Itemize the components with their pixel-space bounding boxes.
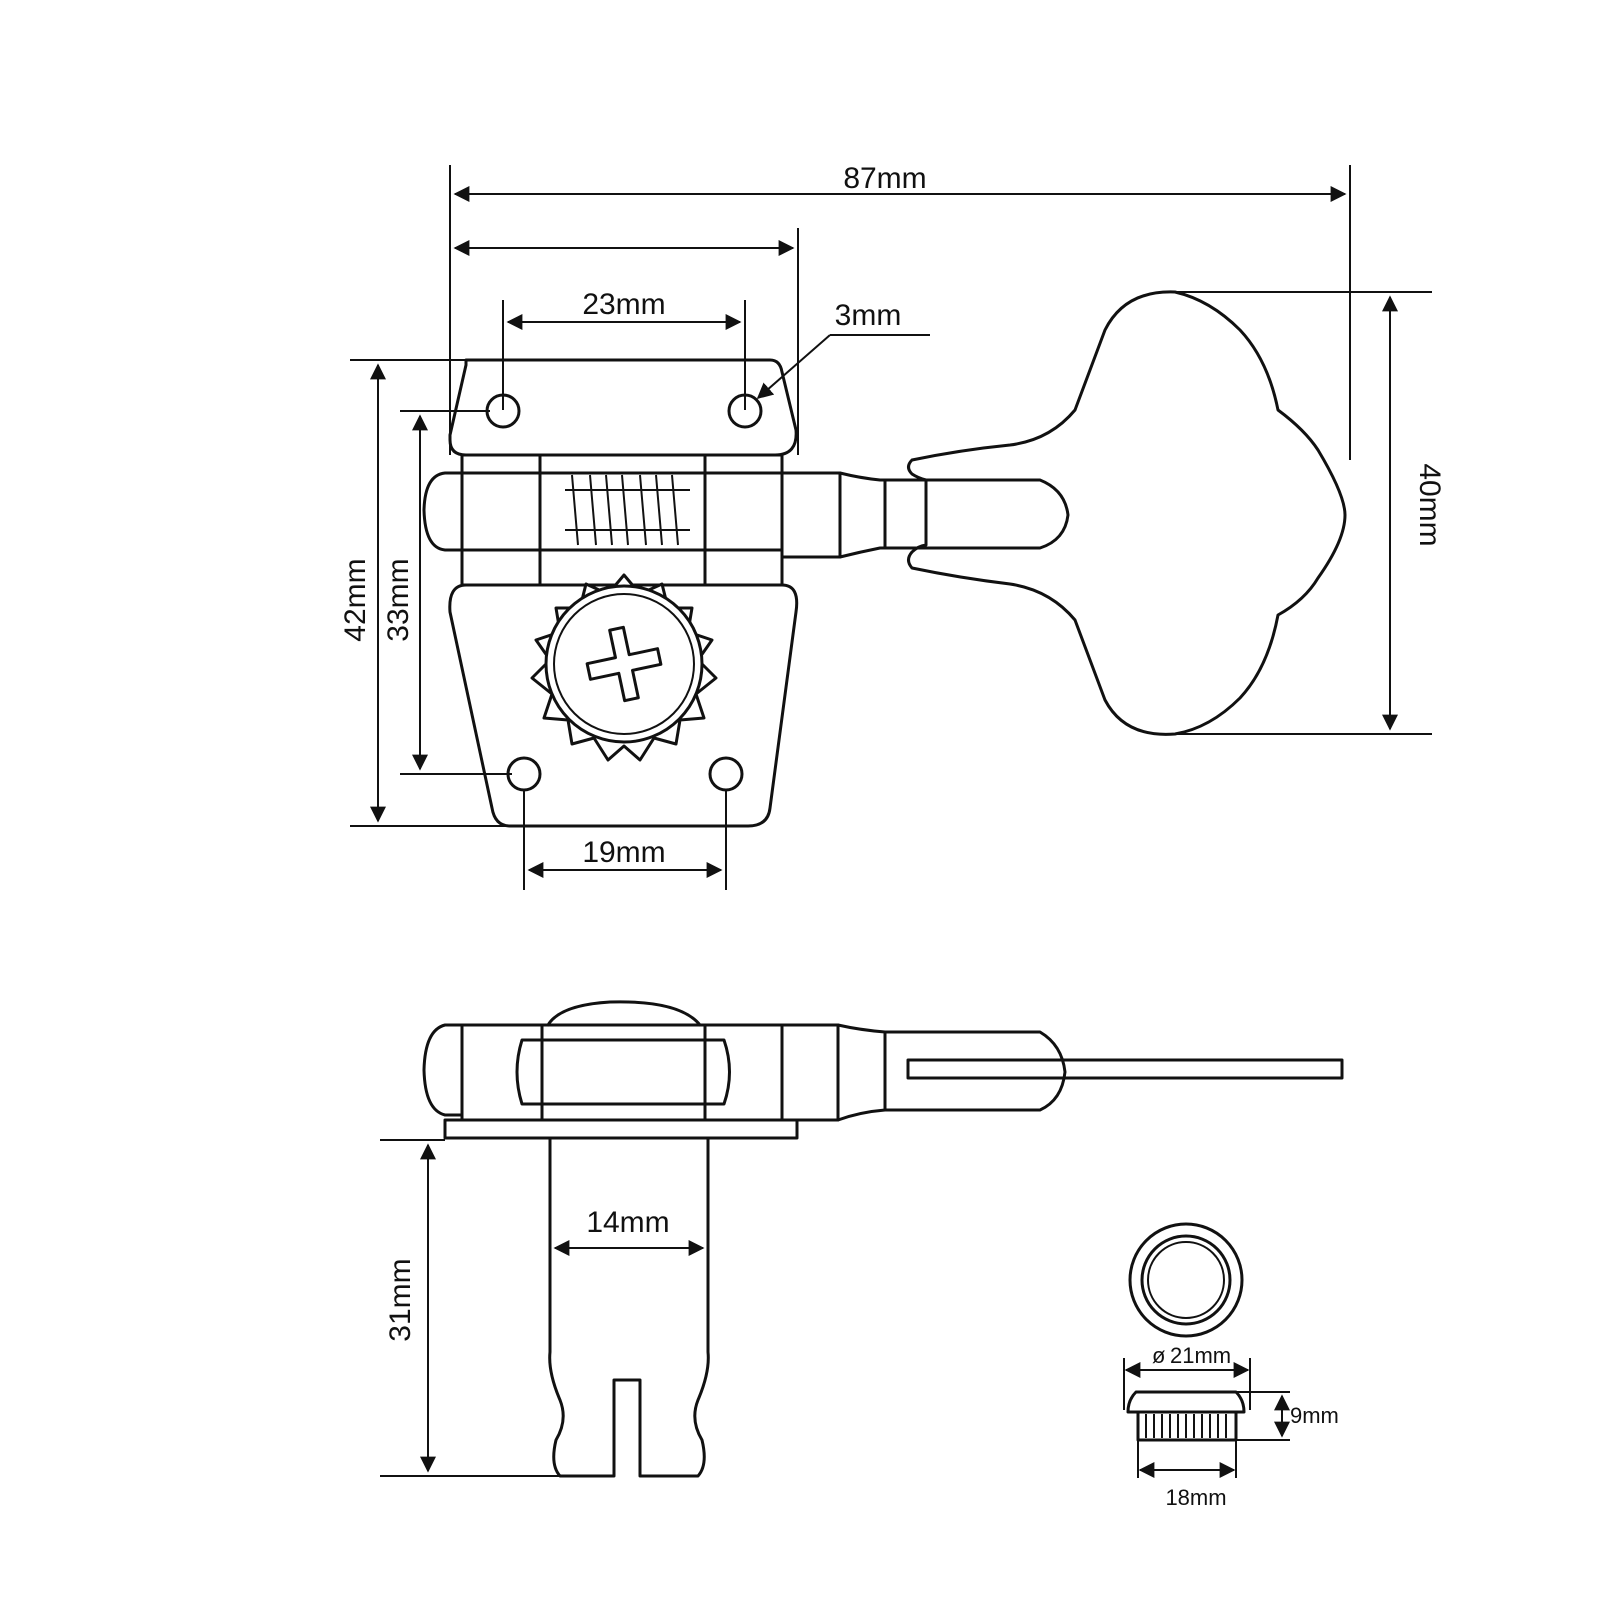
dim-total-length: 87mm [843,162,926,195]
dim-bushing-diameter: 21mm [1170,1343,1231,1368]
side-view: 14mm 31mm [380,1000,1344,1478]
bushing-diameter-symbol: ø [1152,1343,1165,1368]
dim-plate-height: 42mm [339,558,372,641]
phillips-cross-icon [585,625,663,703]
worm-gear-thread [565,474,690,546]
gear-screw-head [544,584,704,744]
dim-hole-spacing-top: 23mm [582,288,665,321]
top-view: 87mm 23mm 3mm 40mm 42mm 33mm 19mm [339,162,1446,890]
dim-post-height: 31mm [384,1258,417,1341]
dim-bushing-thread-width: 18mm [1165,1485,1226,1510]
bushing-side-view [1126,1390,1246,1414]
dim-hole-diameter: 3mm [835,299,902,332]
tuner-button-profile [906,1058,1344,1080]
dim-bottom-hole-spacing: 19mm [582,836,665,869]
mount-hole-bottom-left [506,756,542,792]
bushing-top-view [1128,1222,1244,1338]
dim-bushing-height: 9mm [1290,1403,1339,1428]
mount-hole-bottom-right [708,756,744,792]
dim-button-height: 40mm [1413,463,1446,546]
dim-hole-spacing-vertical: 33mm [382,558,415,641]
dim-post-width: 14mm [586,1206,669,1239]
bushing-detail: ø 21mm 9mm 18mm [1123,1222,1339,1510]
string-post [548,1136,710,1478]
tuner-button [907,290,1347,736]
